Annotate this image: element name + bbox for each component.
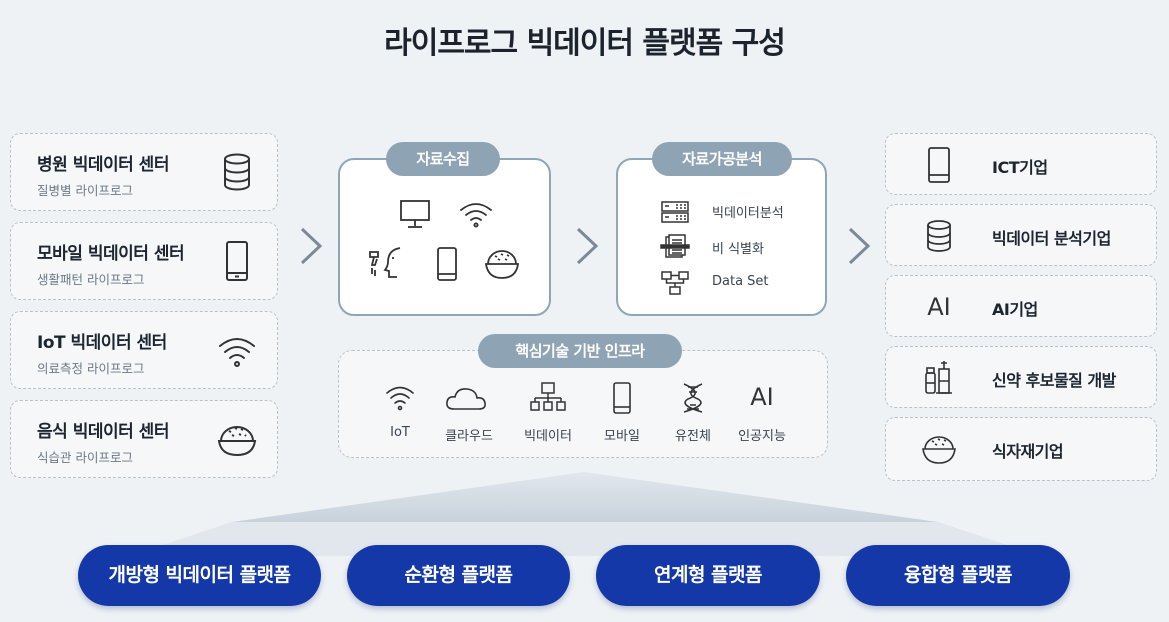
network-icon (661, 271, 689, 295)
target-name: AI기업 (992, 300, 1038, 319)
mobile-icon (226, 241, 248, 281)
infra-item-mobile: 모바일 (587, 381, 657, 444)
rice-bowl-icon (217, 426, 257, 457)
wifi-icon (219, 338, 255, 367)
platform-linked: 연계형 플랫폼 (596, 545, 820, 606)
center-card-mobile: 모바일 빅데이터 센터 생활패턴 라이프로그 (10, 222, 278, 300)
rice-bowl-icon (922, 436, 956, 464)
center-name: 음식 빅데이터 센터 (37, 422, 169, 442)
infra-label: IoT (390, 425, 410, 440)
infra-label: 핵심기술 기반 인프라 (478, 334, 682, 368)
anonymize-icon (660, 234, 690, 258)
infra-box: IoT 클라우드 빅데이터 모바일 (338, 350, 828, 458)
infra-item-genome: 유전체 (658, 381, 728, 444)
analysis-label: 자료가공분석 (652, 142, 792, 176)
center-name: IoT 빅데이터 센터 (37, 333, 167, 353)
mobile-icon (613, 382, 631, 414)
target-card-food: 식자재기업 (885, 417, 1157, 481)
analysis-item: Data Set (712, 274, 769, 289)
infra-item-cloud: 클라우드 (434, 381, 504, 444)
wifi-icon (460, 203, 492, 228)
cloud-icon (446, 388, 486, 410)
center-card-hospital: 병원 빅데이터 센터 질병별 라이프로그 (10, 133, 278, 211)
target-name: 신약 후보물질 개발 (992, 371, 1116, 390)
target-card-ai: AI AI기업 (885, 275, 1157, 337)
center-card-iot: IoT 빅데이터 센터 의료측정 라이프로그 (10, 311, 278, 389)
rice-bowl-icon (484, 250, 520, 279)
target-name: 빅데이터 분석기업 (992, 229, 1111, 248)
infra-label: 빅데이터 (524, 429, 572, 444)
mobile-icon (928, 147, 950, 183)
center-name: 병원 빅데이터 센터 (37, 155, 169, 175)
platform-converged: 융합형 플랫폼 (846, 545, 1070, 606)
platform-circular: 순환형 플랫폼 (347, 545, 570, 606)
mobile-icon (437, 247, 457, 281)
target-card-drug: 신약 후보물질 개발 (885, 346, 1157, 408)
face-scan-icon (369, 247, 401, 278)
ai-icon: AI (927, 293, 951, 321)
monitor-icon (400, 200, 430, 228)
network-tree-icon (530, 382, 566, 411)
wifi-icon (386, 386, 414, 411)
vial-icon (925, 361, 952, 394)
collection-box (338, 158, 551, 316)
target-name: 식자재기업 (992, 442, 1064, 461)
infra-label: 인공지능 (738, 429, 786, 444)
center-sub: 생활패턴 라이프로그 (37, 272, 145, 287)
infra-label: 모바일 (604, 429, 640, 444)
chevron-right-icon (576, 227, 599, 265)
analysis-box: 빅데이터분석 비 식별화 Data Set (616, 158, 827, 316)
platform-open: 개방형 빅데이터 플랫폼 (78, 545, 321, 606)
infra-label: 유전체 (675, 429, 711, 444)
center-sub: 식습관 라이프로그 (37, 450, 133, 465)
database-icon (224, 153, 250, 191)
analysis-item: 비 식별화 (712, 242, 764, 257)
collection-label: 자료수집 (386, 142, 500, 176)
dna-icon (683, 383, 703, 413)
infra-label: 클라우드 (445, 429, 493, 444)
chevron-right-icon (848, 227, 871, 265)
infra-item-iot: IoT (365, 381, 435, 440)
center-name: 모바일 빅데이터 센터 (37, 244, 185, 264)
database-icon (927, 220, 951, 252)
target-card-ict: ICT기업 (885, 133, 1157, 195)
target-name: ICT기업 (992, 158, 1048, 177)
target-card-bigdata: 빅데이터 분석기업 (885, 204, 1157, 266)
page-title: 라이프로그 빅데이터 플랫폼 구성 (384, 26, 786, 61)
analysis-item: 빅데이터분석 (712, 206, 784, 221)
infra-item-bigdata: 빅데이터 (513, 381, 583, 444)
center-sub: 의료측정 라이프로그 (37, 361, 145, 376)
center-sub: 질병별 라이프로그 (37, 183, 133, 198)
ai-icon: AI (750, 383, 774, 411)
center-card-food: 음식 빅데이터 센터 식습관 라이프로그 (10, 400, 278, 478)
server-icon (661, 201, 689, 223)
chevron-right-icon (300, 227, 323, 265)
